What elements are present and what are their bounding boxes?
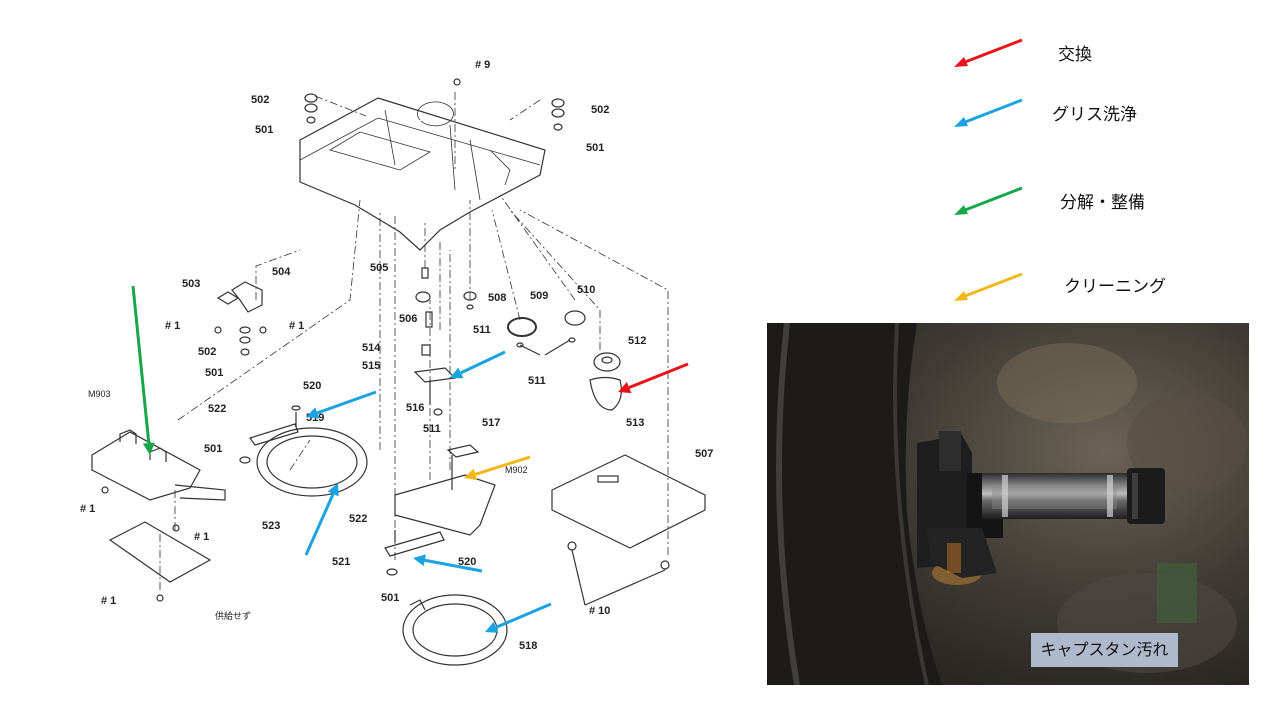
part-label-p523: 523 (262, 520, 280, 532)
part-label-m902: M902 (505, 465, 528, 475)
part-label-p501b: 501 (586, 142, 604, 154)
part-label-p502b: 502 (591, 104, 609, 116)
legend-label-grease-clean: グリス洗浄 (1052, 105, 1137, 125)
ring-518 (402, 594, 508, 666)
part-label-p1d: # 1 (194, 531, 209, 543)
cleaning-arrow-m902 (464, 455, 531, 481)
legend-label-cleaning: クリーニング (1064, 277, 1166, 297)
part-label-p516: 516 (406, 402, 424, 414)
part-label-p517: 517 (482, 417, 500, 429)
board-507 (551, 454, 706, 549)
m903-assembly (91, 431, 201, 501)
yellow-arrow-icon (954, 272, 1023, 301)
grease-arrow-519 (306, 390, 377, 419)
part-label-p522a: 522 (208, 403, 226, 415)
grease-arrow-523 (304, 483, 339, 556)
legend-item-overhaul: 分解・整備 (950, 184, 1190, 224)
m902-board (394, 474, 496, 536)
main-chassis (299, 97, 546, 251)
part-label-p511a: 511 (423, 423, 441, 435)
part-label-p520b: 520 (458, 556, 476, 568)
part-label-p506: 506 (399, 313, 417, 325)
part-label-p505: 505 (370, 262, 388, 274)
grease-arrow-516 (450, 350, 506, 379)
grease-arrow-518 (485, 602, 552, 633)
part-label-p503: 503 (182, 278, 200, 290)
part-label-p511b: 511 (473, 324, 491, 336)
part-label-p511c: 511 (528, 375, 546, 387)
part-label-p515: 515 (362, 360, 380, 372)
part-label-p1a: # 1 (165, 320, 180, 332)
part-label-p501a: 501 (255, 124, 273, 136)
part-label-p501e: 501 (381, 592, 399, 604)
part-label-nosupply: 供給せず (215, 610, 251, 621)
part-label-p9: # 9 (475, 59, 490, 71)
part-label-p502c: 502 (198, 346, 216, 358)
legend-item-grease-clean: グリス洗浄 (950, 96, 1190, 136)
grease-arrow-521 (413, 554, 483, 573)
part-label-p501d: 501 (204, 443, 222, 455)
part-label-p518: 518 (519, 640, 537, 652)
part-label-p501c: 501 (205, 367, 223, 379)
part-label-p513: 513 (626, 417, 644, 429)
part-label-p512: 512 (628, 335, 646, 347)
legend-label-overhaul: 分解・整備 (1060, 193, 1145, 213)
exploded-parts-diagram: 502 501 # 9 502 501 503 504 # 1 # 1 502 501 505 506 5… (80, 59, 713, 666)
replace-arrow-513 (618, 362, 689, 394)
ring-523 (256, 427, 368, 497)
part-label-p1e: # 1 (101, 595, 116, 607)
overhaul-arrow-m903 (131, 285, 155, 455)
green-arrow-icon (954, 186, 1023, 215)
part-label-p521: 521 (332, 556, 350, 568)
part-label-p1c: # 1 (80, 503, 95, 515)
part-label-m903: M903 (88, 389, 111, 399)
part-label-p522b: 522 (349, 513, 367, 525)
legend-item-cleaning: クリーニング (950, 270, 1190, 310)
capstan-photo-illustration (767, 323, 1249, 685)
part-label-p502a: 502 (251, 94, 269, 106)
part-label-p520a: 520 (303, 380, 321, 392)
part-label-p1b: # 1 (289, 320, 304, 332)
part-label-p508: 508 (488, 292, 506, 304)
photo-caption: キャプスタン汚れ (1031, 633, 1178, 667)
part-label-p507: 507 (695, 448, 713, 460)
legend-label-replace: 交換 (1058, 45, 1092, 65)
capstan-photo (767, 323, 1249, 685)
legend-item-replace: 交換 (950, 36, 1190, 76)
red-arrow-icon (954, 38, 1023, 67)
part-label-p504: 504 (272, 266, 291, 278)
part-label-p509: 509 (530, 290, 548, 302)
blue-arrow-icon (954, 98, 1023, 127)
part-label-p10: # 10 (589, 605, 610, 617)
part-label-p510: 510 (577, 284, 595, 296)
part-label-p514: 514 (362, 342, 381, 354)
